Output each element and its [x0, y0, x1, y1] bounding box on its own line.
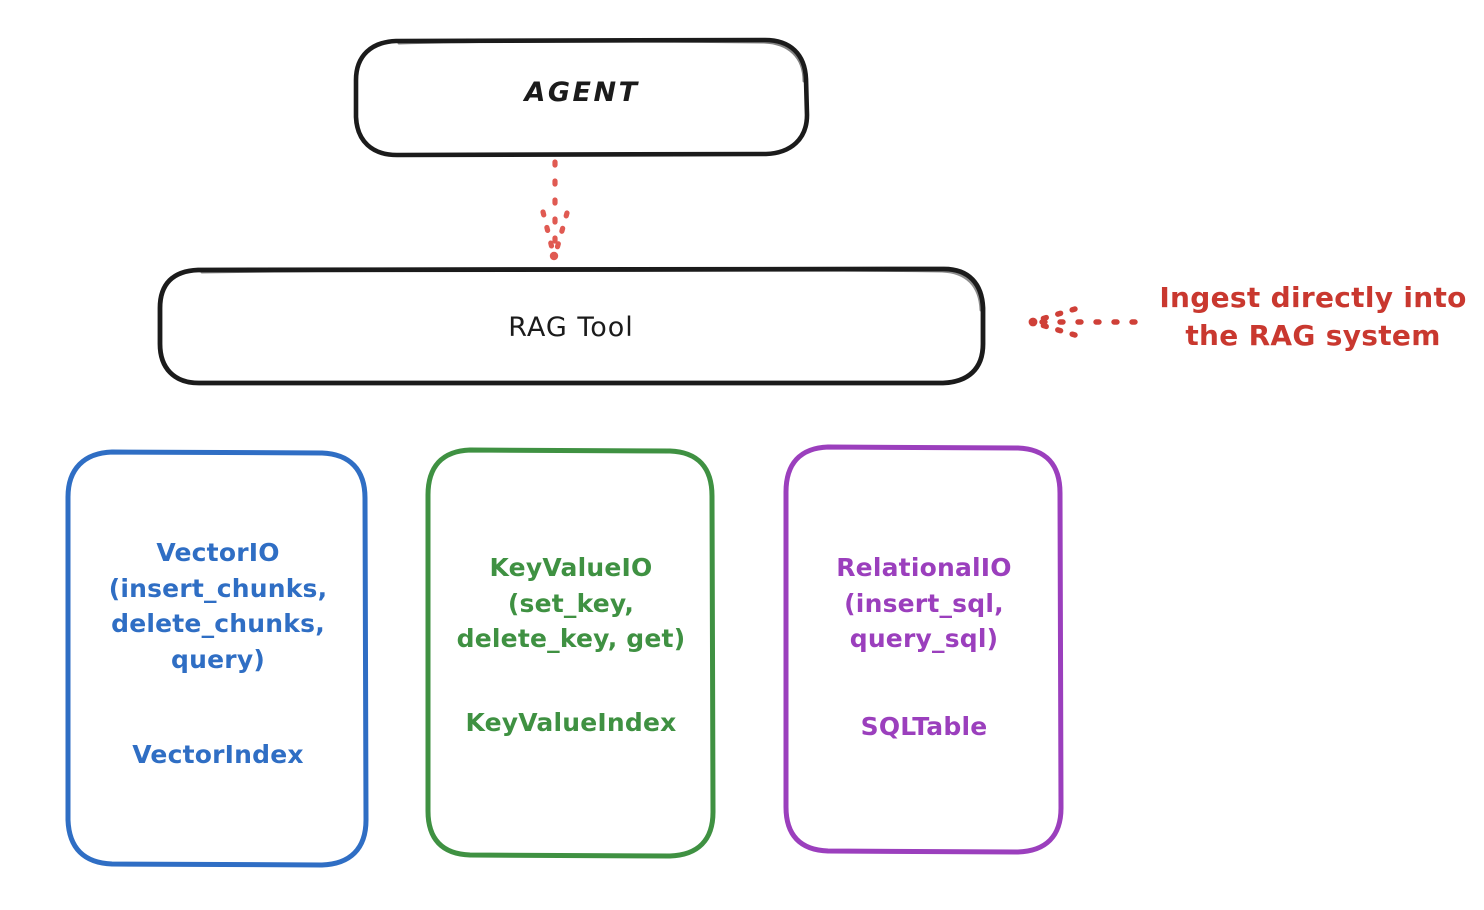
arrowhead-tip: [549, 251, 559, 261]
note-arrowhead-top-barb: [1035, 306, 1078, 323]
relational-io-box-outline: [783, 444, 1064, 855]
connector-agent-to-rag-tool-icon: [540, 159, 570, 261]
keyvalue-index-label: KeyValueIndex: [465, 708, 677, 737]
rag-tool-box-outline-overdraw: [200, 267, 983, 312]
rag-tool-node[interactable]: [157, 266, 986, 386]
vector-io-api-label: VectorIO (insert_chunks, delete_chunks, …: [108, 538, 328, 674]
connector-note-to-rag-tool-icon: [1028, 306, 1138, 338]
rag-tool-box-outline: [157, 266, 986, 386]
agent-box-outline: [353, 37, 810, 158]
relational-io-node[interactable]: [783, 444, 1064, 855]
arrowhead-right-barb: [553, 210, 570, 255]
note-arrowhead-tip: [1028, 317, 1038, 327]
arrowhead-left-barb: [540, 209, 556, 255]
relational-io-api-label: RelationalIO (insert_sql, query_sql): [836, 553, 1012, 653]
sql-table-label: SQLTable: [860, 712, 988, 741]
keyvalue-io-node[interactable]: [425, 447, 716, 859]
keyvalue-io-api-label: KeyValueIO (set_key, delete_key, get): [456, 553, 686, 653]
agent-node[interactable]: [353, 37, 810, 158]
note-arrowhead-bottom-barb: [1035, 321, 1078, 338]
ingest-annotation-text: Ingest directly into the RAG system: [1159, 281, 1467, 352]
vector-io-box-outline: [65, 449, 369, 868]
keyvalue-io-box-outline: [425, 447, 716, 859]
vector-index-label: VectorIndex: [132, 740, 304, 769]
agent-box-outline-overdraw: [397, 39, 806, 83]
vector-io-node[interactable]: [65, 449, 369, 868]
